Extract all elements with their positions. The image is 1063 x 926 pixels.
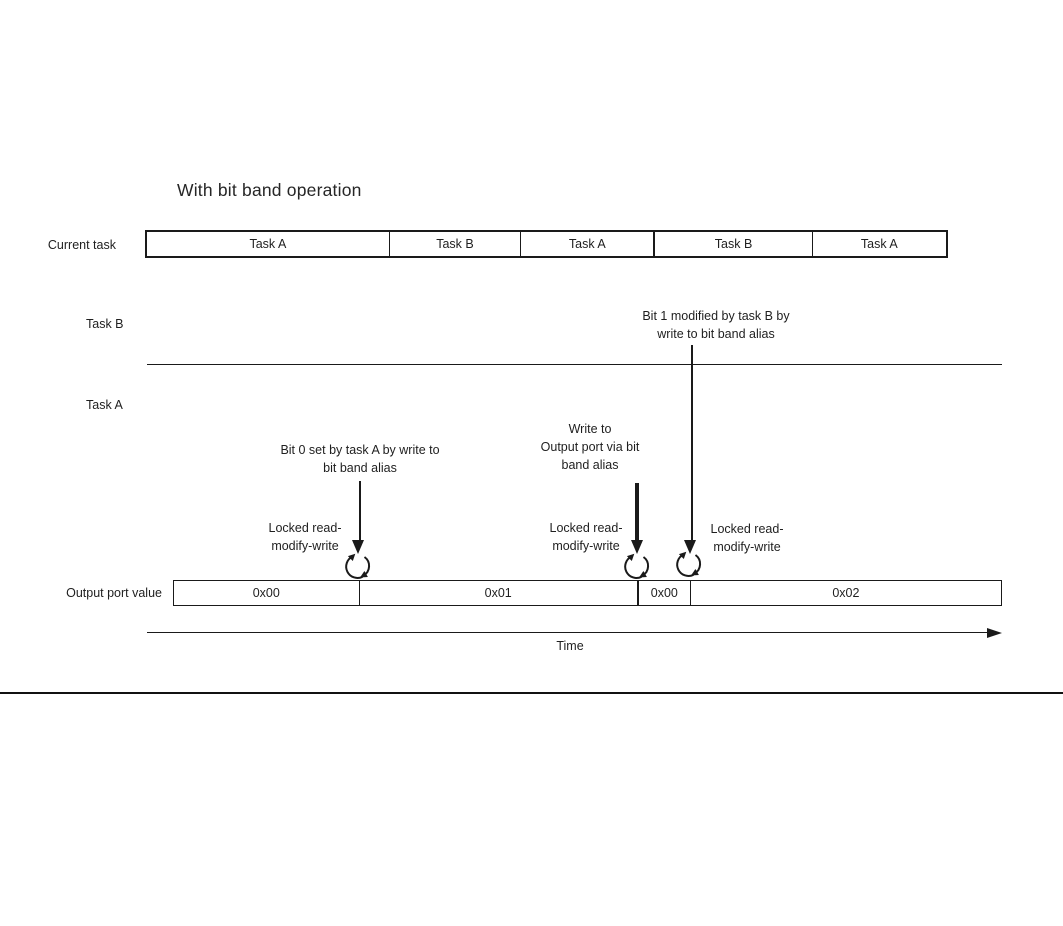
time-label: Time [556,639,584,653]
figure-title: With bit band operation [177,180,362,200]
output-port-timeline: 0x00 0x01 0x00 0x02 [173,580,1002,606]
output-port-label: Output port value [66,586,162,600]
task-segment: Task A [249,237,287,251]
output-value-cell: 0x01 [358,581,637,605]
time-axis-line [147,631,987,633]
task-b-level-label: Task B [86,317,124,331]
locked-rmw-label: Locked read- modify-write [549,521,623,553]
current-task-label: Current task [47,238,116,252]
annotation-bit0: Bit 0 set by task A by write to bit band… [280,443,440,475]
down-arrowhead-icon [630,540,643,554]
task-segment: Task A [520,232,653,256]
output-value-cell: 0x02 [689,581,1001,605]
task-segment: Task B [653,232,811,256]
down-arrowhead-icon [351,540,364,554]
down-arrowhead-icon [683,540,696,554]
right-arrowhead-icon [987,627,1002,638]
read-modify-write-rotate-icon [345,553,371,579]
locked-rmw-label: Locked read- modify-write [268,521,342,553]
output-value-cell: 0x00 [636,581,690,605]
task-segment: Task B [388,232,520,256]
write-pointer-arrow [635,483,639,540]
task-switch-line [147,363,1002,365]
annotation-bit1: Bit 1 modified by task B by write to bit… [642,309,790,341]
read-modify-write-rotate-icon [624,553,650,579]
bit0-pointer-line [359,481,361,540]
task-a-level-label: Task A [86,398,123,412]
locked-rmw-label: Locked read- modify-write [710,522,784,554]
output-value-cell: 0x00 [252,586,280,600]
current-task-timeline: Task A Task B Task A Task B Task A [145,230,948,258]
read-modify-write-rotate-icon [676,551,702,577]
task-segment: Task A [811,232,946,256]
bit1-pointer-line [691,345,693,540]
bottom-rule [0,692,1063,694]
annotation-write-output: Write to Output port via bit band alias [540,422,640,472]
